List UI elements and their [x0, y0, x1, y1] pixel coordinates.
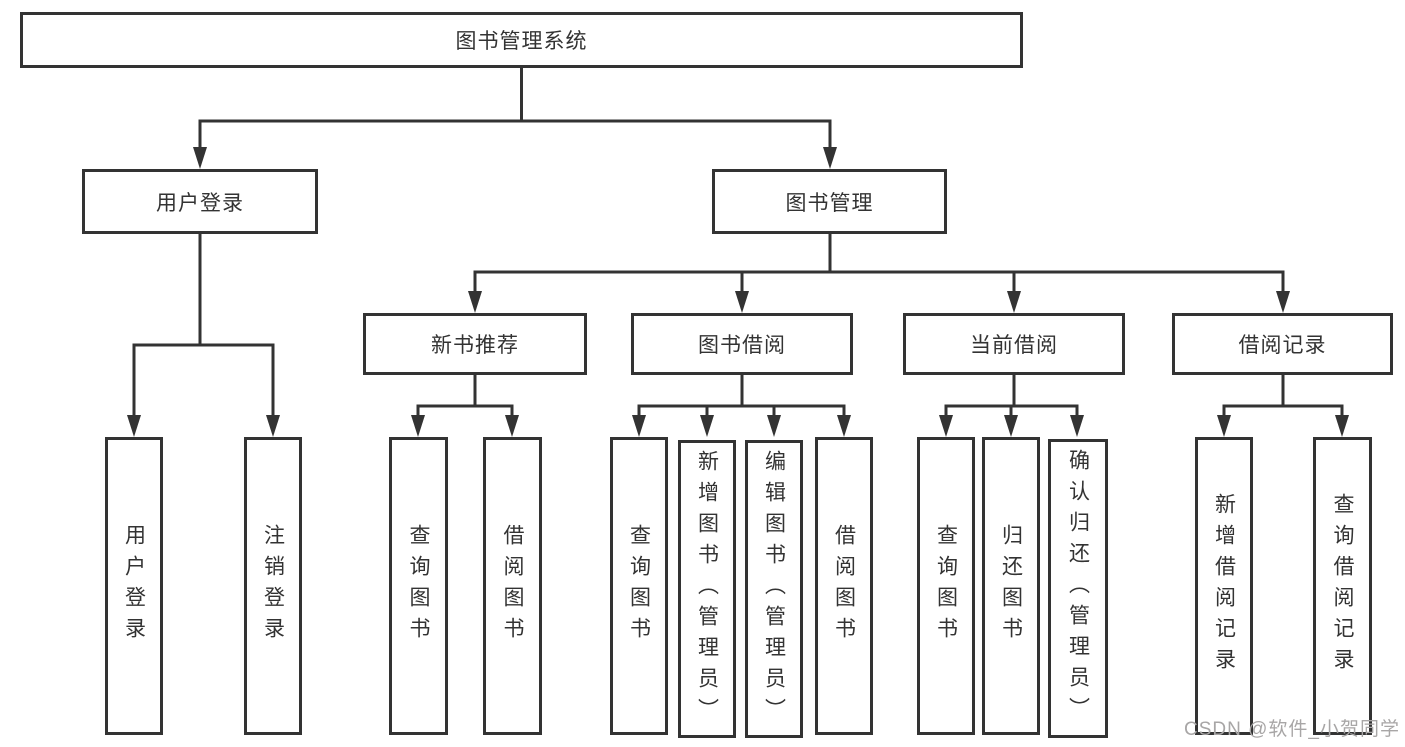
leaf-query-books-borrowing: 查询图书	[610, 437, 668, 735]
leaf-borrow-books-recommend-label: 借阅图书	[501, 524, 525, 648]
leaf-add-borrow-record-label: 新增借阅记录	[1212, 493, 1236, 679]
leaf-add-books-admin-label: 新增图书（管理员）	[695, 449, 719, 729]
leaf-edit-books-admin: 编辑图书（管理员）	[745, 440, 803, 738]
leaf-add-borrow-record: 新增借阅记录	[1195, 437, 1253, 735]
leaf-logout: 注销登录	[244, 437, 302, 735]
leaf-user-login: 用户登录	[105, 437, 163, 735]
leaf-borrow-books-label: 借阅图书	[832, 524, 856, 648]
node-borrowing-records: 借阅记录	[1172, 313, 1393, 375]
leaf-query-books-borrowing-label: 查询图书	[627, 524, 651, 648]
leaf-add-books-admin: 新增图书（管理员）	[678, 440, 736, 738]
leaf-query-borrow-record: 查询借阅记录	[1313, 437, 1372, 735]
leaf-logout-label: 注销登录	[261, 524, 285, 648]
leaf-query-borrow-record-label: 查询借阅记录	[1331, 493, 1355, 679]
leaf-return-books-label: 归还图书	[999, 524, 1023, 648]
leaf-return-books: 归还图书	[982, 437, 1040, 735]
leaf-confirm-return-admin-label: 确认归还（管理员）	[1066, 449, 1090, 728]
node-book-management: 图书管理	[712, 169, 947, 234]
leaf-query-books-recommend-label: 查询图书	[407, 524, 431, 648]
leaf-borrow-books: 借阅图书	[815, 437, 873, 735]
node-user-login: 用户登录	[82, 169, 318, 234]
node-new-book-recommend: 新书推荐	[363, 313, 587, 375]
leaf-user-login-label: 用户登录	[122, 524, 146, 648]
leaf-query-books-current-label: 查询图书	[934, 524, 958, 648]
leaf-query-books-recommend: 查询图书	[389, 437, 448, 735]
node-root: 图书管理系统	[20, 12, 1023, 68]
leaf-edit-books-admin-label: 编辑图书（管理员）	[762, 449, 786, 729]
node-book-borrowing: 图书借阅	[631, 313, 853, 375]
leaf-borrow-books-recommend: 借阅图书	[483, 437, 542, 735]
leaf-confirm-return-admin: 确认归还（管理员）	[1048, 439, 1108, 738]
leaf-query-books-current: 查询图书	[917, 437, 975, 735]
node-current-borrowing: 当前借阅	[903, 313, 1125, 375]
watermark-text: CSDN @软件_小贺同学	[1184, 719, 1400, 740]
